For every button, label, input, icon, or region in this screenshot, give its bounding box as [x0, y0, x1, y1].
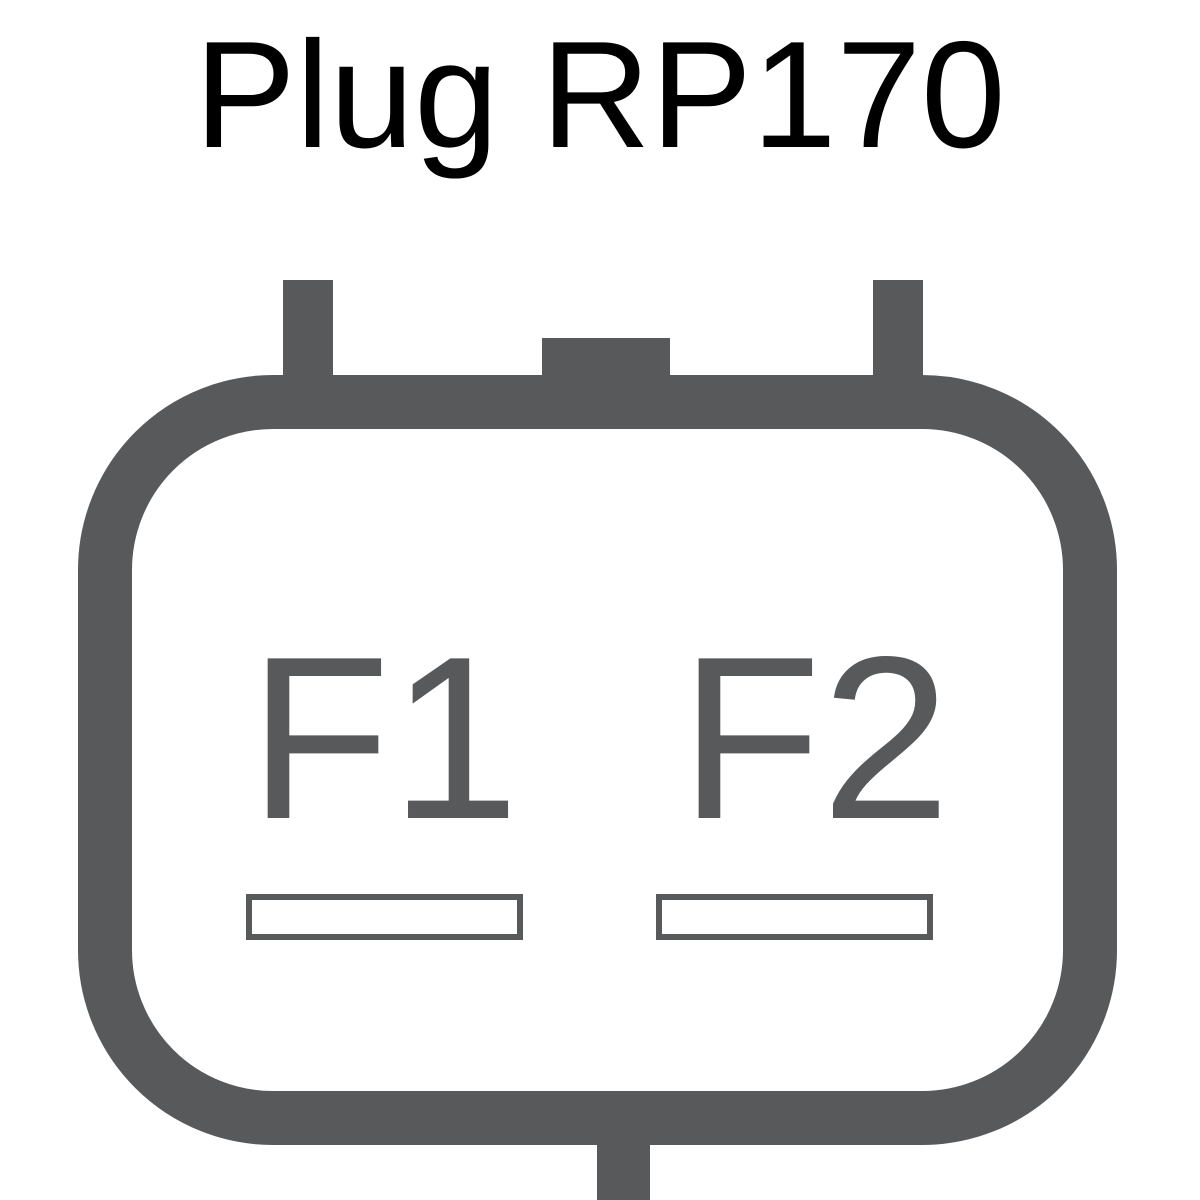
plug-title: Plug RP170 [194, 10, 1006, 180]
terminal-blade-f1 [246, 894, 523, 940]
terminal-blade-f2 [656, 894, 933, 940]
terminal-label-f1: F1 [249, 609, 520, 868]
terminal-label-f2: F2 [680, 609, 951, 868]
